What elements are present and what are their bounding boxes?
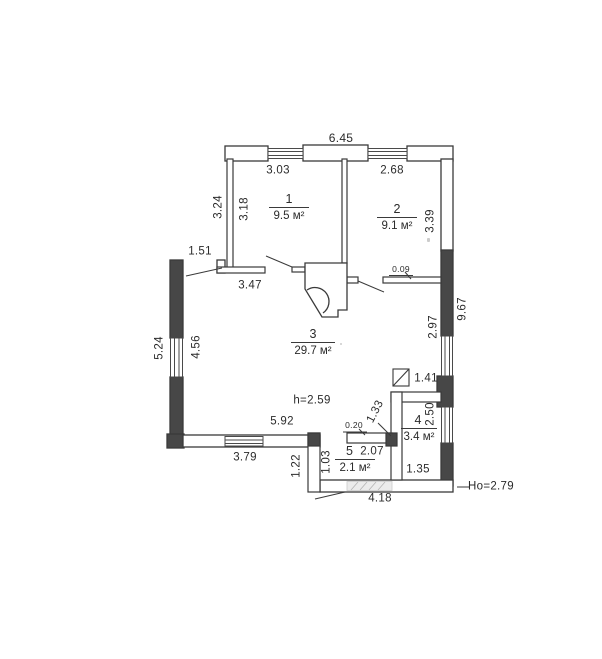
door-leaves — [185, 255, 392, 500]
furnace — [304, 262, 348, 318]
wall-cap-room5-right — [385, 432, 398, 447]
dimension-label: 2.68 — [380, 164, 404, 177]
wall-right-dark-1 — [440, 249, 454, 337]
door-room1-leaf — [265, 255, 293, 268]
dimension-label: 3.79 — [233, 451, 257, 464]
room-number: 1 — [269, 192, 309, 209]
wall-cap-room5-left — [307, 432, 321, 447]
room-number: 5 — [335, 444, 375, 461]
dimtick-0-20 — [358, 428, 366, 436]
wall-left-dark-1 — [169, 259, 184, 339]
dimension-label: 3.18 — [238, 197, 251, 221]
window-right-1 — [441, 335, 453, 377]
furnace-body — [304, 262, 348, 318]
threshold-hatch — [346, 481, 393, 491]
dimension-label: 1.22 — [290, 454, 303, 478]
furnace-door-arc — [306, 286, 330, 314]
leader-1-33 — [377, 422, 392, 437]
wall-left-dark-2 — [169, 376, 184, 437]
dimension-label: 1.03 — [320, 450, 333, 474]
height-note: h=2.59 — [293, 394, 331, 407]
vent-box — [392, 368, 410, 387]
wall-room1-left — [226, 158, 234, 269]
window-bottom — [224, 436, 264, 447]
room-area: 3.4 м² — [403, 430, 435, 443]
room-area: 2.1 м² — [339, 461, 371, 474]
wall-right-upper — [440, 158, 454, 252]
dimension-label: 3.47 — [238, 279, 262, 292]
dimension-label: 2.97 — [427, 315, 440, 339]
interior-walls — [216, 158, 442, 493]
door-exterior-leaf — [314, 491, 346, 500]
wall-stub-furnace-left — [291, 266, 306, 273]
window-right-2 — [441, 406, 453, 444]
scan-speck — [340, 343, 342, 345]
dimension-label: 3.24 — [212, 195, 225, 219]
door-room2-leaf — [357, 280, 385, 293]
dimension-label: 9.67 — [456, 297, 469, 321]
windows — [170, 148, 453, 447]
dimtick-0-09 — [404, 271, 412, 280]
room-number: 4 — [401, 413, 437, 430]
room-area: 9.1 м² — [381, 219, 413, 232]
dimension-label: 3.39 — [424, 209, 437, 233]
dimension-label: 4.56 — [190, 335, 203, 359]
wall-room2-bottom — [382, 276, 442, 284]
wall-left-corner — [166, 433, 185, 449]
dim-lines — [343, 271, 469, 488]
room-number: 3 — [291, 327, 335, 344]
wall-room1-bottom — [216, 266, 266, 274]
room-number: 2 — [377, 202, 417, 219]
dimension-label: 0.20 — [345, 419, 363, 430]
height-note: Ho=2.79 — [468, 480, 514, 493]
window-left — [170, 337, 183, 378]
dimension-label: 5.92 — [270, 415, 294, 428]
wall-room5-top — [346, 432, 393, 444]
dimension-label: 1.41 — [414, 372, 438, 385]
dimension-label: 2.07 — [360, 445, 384, 458]
room-area: 9.5 м² — [273, 209, 305, 222]
dimension-label: 4.18 — [368, 492, 392, 505]
window-top-1 — [267, 148, 304, 159]
dimension-label: 1.51 — [188, 245, 212, 258]
door-entry-leaf — [185, 267, 223, 277]
dimension-label: 0.09 — [392, 263, 410, 274]
wall-room1-room2 — [341, 158, 348, 264]
scan-speck — [427, 238, 430, 242]
window-top-2 — [367, 148, 408, 159]
wall-stub-furnace-right — [346, 276, 359, 284]
dimension-label: 5.24 — [153, 336, 166, 360]
wall-top-mid-pier — [302, 144, 369, 162]
dimension-label: 6.45 — [328, 131, 354, 145]
room-area: 29.7 м² — [294, 344, 332, 357]
dimension-label: 1.35 — [406, 463, 430, 476]
dimension-label: 3.03 — [266, 164, 290, 177]
